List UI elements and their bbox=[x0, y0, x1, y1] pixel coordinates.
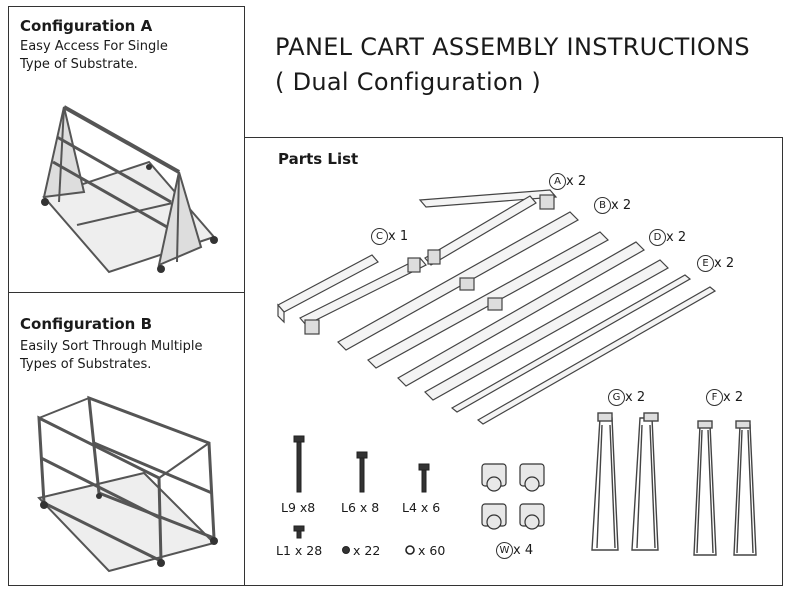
configuration-b-description: Easily Sort Through Multiple Types of Su… bbox=[20, 339, 203, 372]
part-letter-e: E bbox=[697, 255, 714, 272]
page-subtitle: ( Dual Configuration ) bbox=[275, 68, 542, 96]
configuration-b-title: Configuration B bbox=[20, 315, 152, 333]
part-letter-d: D bbox=[649, 229, 666, 246]
configuration-a-title: Configuration A bbox=[20, 17, 153, 35]
hardware-label-l4: L4 x 6 bbox=[402, 500, 441, 515]
parts-list-heading: Parts List bbox=[278, 150, 359, 168]
part-qty-c: x 1 bbox=[388, 229, 409, 244]
configuration-b-cart-illustration bbox=[37, 395, 218, 573]
part-qty-e: x 2 bbox=[714, 256, 735, 271]
part-letter-c: C bbox=[371, 228, 388, 245]
hardware-label-l9: L9 x8 bbox=[281, 500, 316, 515]
part-qty-b: x 2 bbox=[611, 198, 632, 213]
part-letter-w: W bbox=[496, 542, 513, 559]
part-qty-a: x 2 bbox=[566, 174, 587, 189]
configuration-b-panel: Configuration B Easily Sort Through Mult… bbox=[8, 292, 245, 586]
part-qty-d: x 2 bbox=[666, 230, 687, 245]
part-qty-w: x 4 bbox=[513, 543, 534, 558]
hardware-label-l1: L1 x 28 bbox=[276, 543, 323, 558]
page-title: PANEL CART ASSEMBLY INSTRUCTIONS bbox=[275, 33, 750, 61]
configuration-a-panel: Configuration A Easy Access For Single T… bbox=[8, 6, 245, 293]
configuration-a-description: Easy Access For Single Type of Substrate… bbox=[20, 39, 168, 72]
hardware-label-l6: L6 x 8 bbox=[341, 500, 380, 515]
part-qty-g: x 2 bbox=[625, 390, 646, 405]
part-letter-a: A bbox=[549, 173, 566, 190]
hardware-label-nut: x 22 bbox=[353, 543, 381, 558]
part-letter-b: B bbox=[594, 197, 611, 214]
part-qty-f: x 2 bbox=[723, 390, 744, 405]
configuration-a-cart-illustration bbox=[41, 105, 218, 274]
hardware-label-washer: x 60 bbox=[418, 543, 446, 558]
part-letter-f: F bbox=[706, 389, 723, 406]
part-letter-g: G bbox=[608, 389, 625, 406]
